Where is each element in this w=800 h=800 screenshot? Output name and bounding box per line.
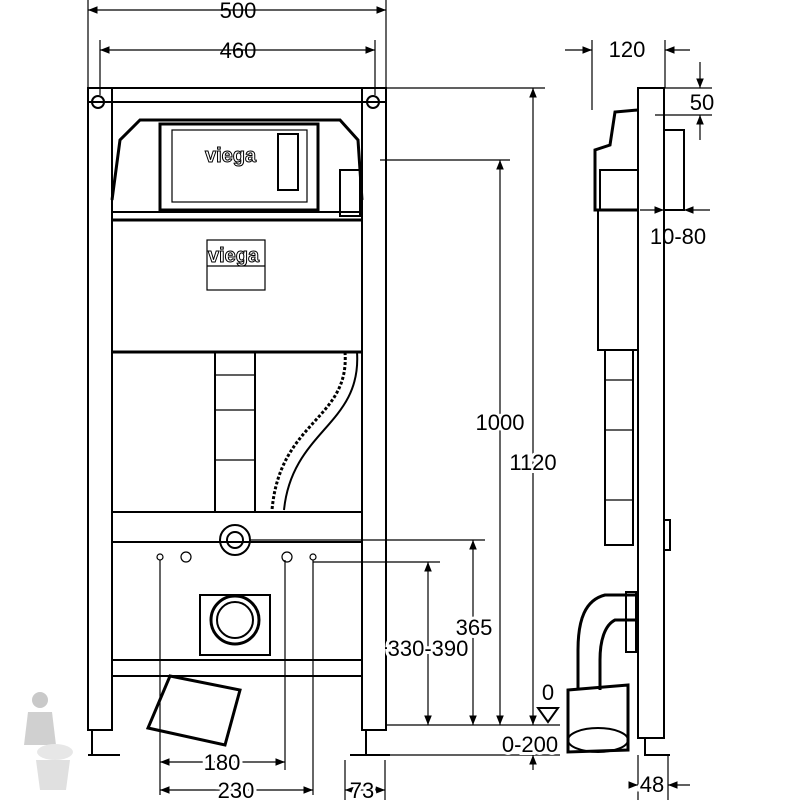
front-view: viega viega: [87, 87, 390, 756]
dimension-lines: [87, 0, 712, 800]
viega-logo-panel: viega: [208, 245, 260, 267]
dim-48: 48: [640, 772, 664, 797]
plumber-mascot-icon: [24, 692, 73, 790]
dim-10-80: 10-80: [650, 224, 706, 249]
dim-120: 120: [609, 37, 646, 62]
dimension-labels: 500 460 1000 1120 365 330-390 0 0-200 18…: [201, 0, 718, 800]
dim-1120: 1120: [509, 450, 556, 475]
side-view: [566, 87, 685, 756]
dim-230: 230: [218, 778, 255, 800]
dim-365: 365: [456, 615, 493, 640]
dim-73: 73: [350, 778, 374, 800]
dim-50: 50: [690, 90, 714, 115]
dim-180: 180: [204, 750, 241, 775]
dim-330-390: 330-390: [388, 636, 469, 661]
dim-500: 500: [220, 0, 257, 23]
dim-0-200: 0-200: [502, 732, 558, 757]
dim-460: 460: [220, 38, 257, 63]
dim-zero: 0: [542, 680, 554, 705]
dim-1000: 1000: [476, 410, 525, 435]
viega-logo-cistern: viega: [205, 145, 257, 167]
